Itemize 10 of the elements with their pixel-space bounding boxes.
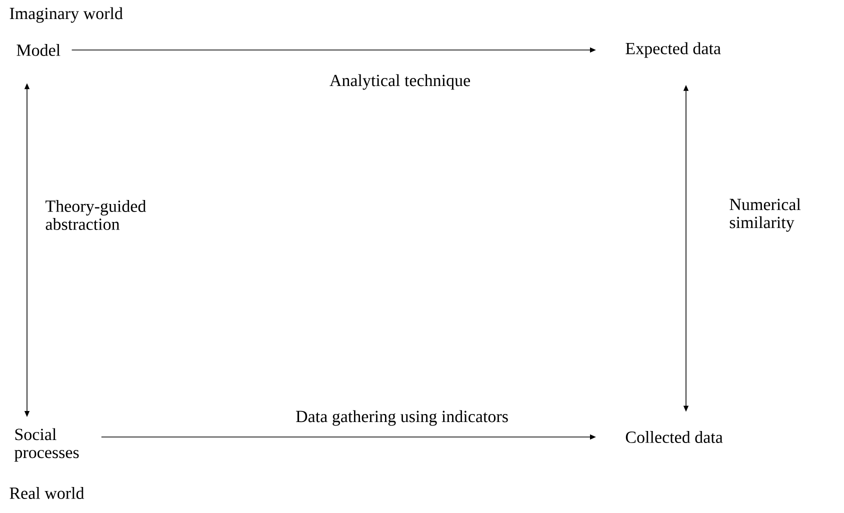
edge-label: Analytical technique [330,74,470,90]
region-label: Imaginary world [10,7,123,23]
node-label: Expected data [626,42,721,58]
region-label: Real world [10,487,84,499]
edge-label: Data gathering using indicators [296,410,508,426]
node-label: Collected data [626,431,723,443]
edge-label: Theory-guided abstraction [46,200,146,230]
edge-label: Numerical similarity [730,198,801,232]
node-label: Model [16,44,60,56]
node-label: Social processes [14,428,79,462]
